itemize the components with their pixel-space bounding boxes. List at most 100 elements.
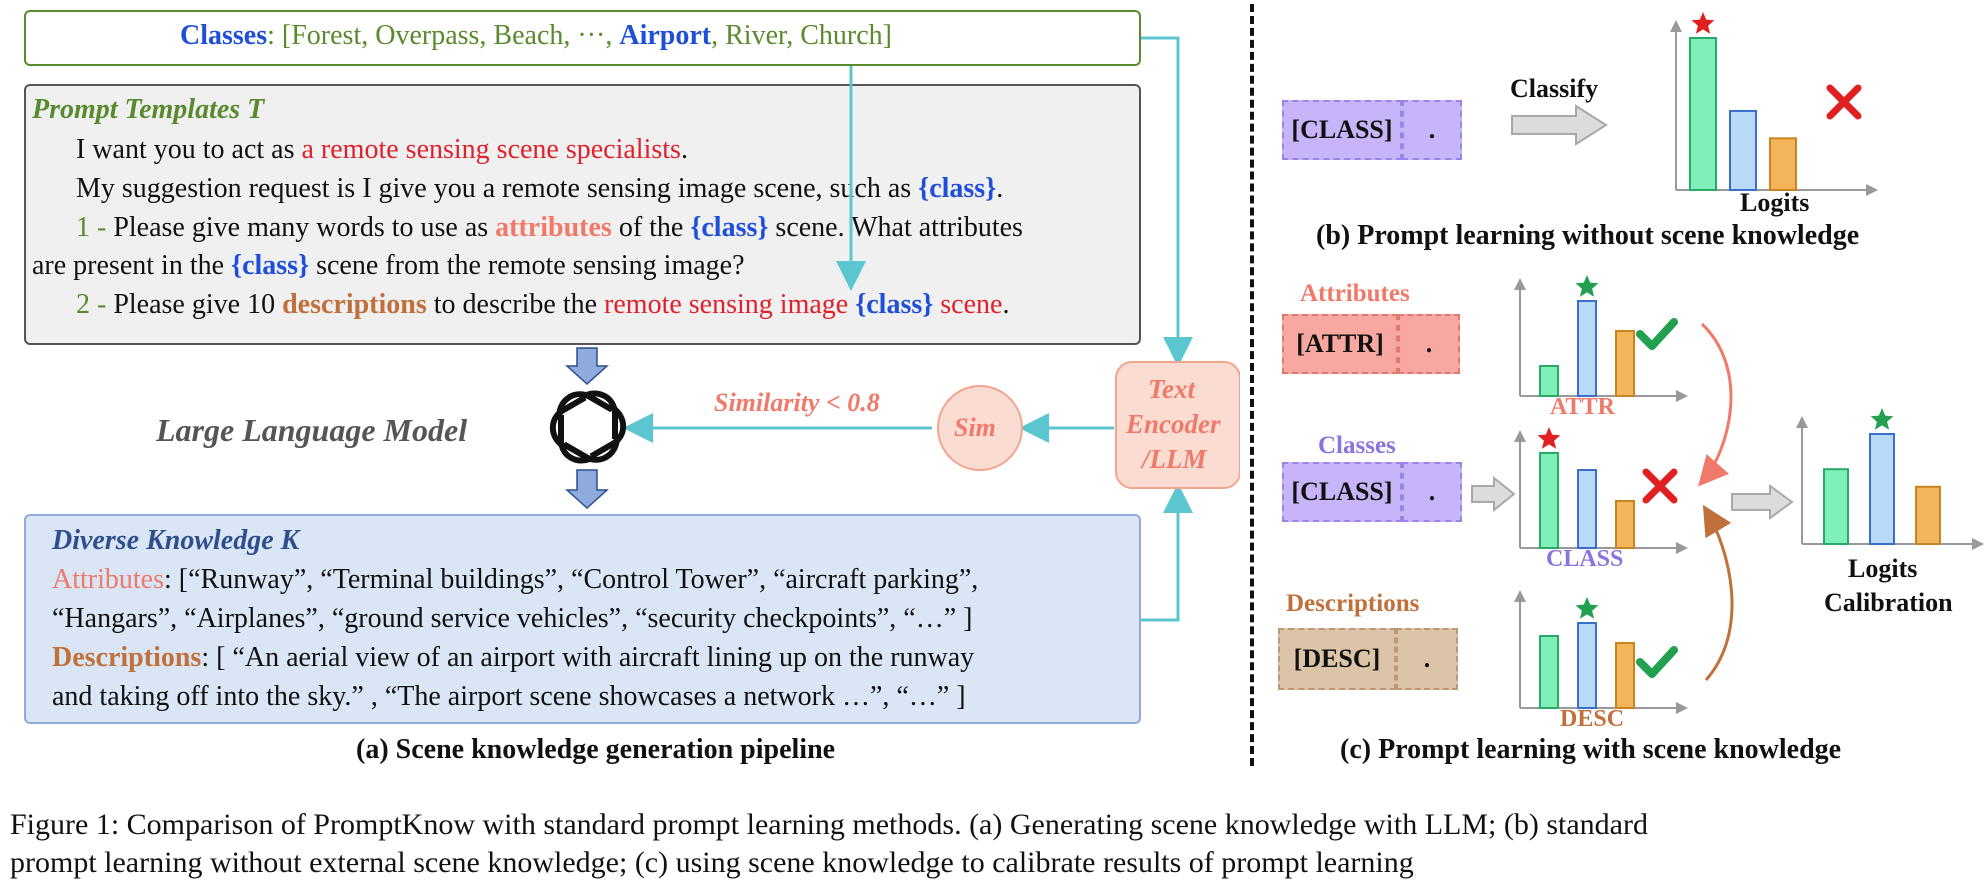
star-icon	[1870, 408, 1894, 430]
classify-label: Classify	[1510, 74, 1599, 103]
bar-green	[1539, 365, 1559, 397]
knowledge-line-3: Descriptions: [ “An aerial view of an ai…	[52, 642, 975, 673]
check-icon	[1636, 646, 1678, 678]
class-to-chart-arrow	[1471, 475, 1516, 513]
x-axis-arrowhead	[1676, 542, 1688, 554]
classes-list: : [Forest, Overpass, Beach, ···,	[267, 20, 620, 51]
desc-chart-label: DESC	[1560, 706, 1625, 732]
class-logits-chart	[1514, 427, 1688, 554]
bar-orange	[1915, 485, 1941, 546]
down-block-arrow-2	[565, 469, 609, 510]
y-axis-arrowhead	[1796, 416, 1808, 428]
bar-green	[1539, 635, 1559, 709]
template-line-2: My suggestion request is I give you a re…	[76, 173, 1004, 204]
bar-blue	[1577, 469, 1597, 549]
x-axis-arrowhead	[1866, 184, 1878, 196]
caption-b: (b) Prompt learning without scene knowle…	[1316, 220, 1860, 251]
bar-green	[1689, 37, 1717, 191]
classify-arrow	[1511, 104, 1608, 146]
x-axis-arrowhead	[1972, 538, 1984, 550]
desc-logits-chart	[1514, 590, 1688, 714]
calibrated-logits-chart	[1796, 408, 1984, 550]
text-encoder-label-1: Text	[1148, 374, 1195, 404]
bar-orange	[1615, 642, 1635, 709]
attr-calibration-curve	[1698, 322, 1733, 487]
logits-label-b: Logits	[1740, 188, 1810, 217]
similarity-label: Similarity < 0.8	[714, 388, 880, 417]
panel-a-connectors	[549, 36, 1240, 622]
classes-box	[24, 10, 1141, 66]
classes-airport: Airport	[619, 20, 712, 51]
attributes-label-c: Attributes	[1300, 280, 1410, 307]
attributes-key: Attributes	[52, 564, 164, 595]
template-line-1: I want you to act as a remote sensing sc…	[76, 134, 688, 165]
class-token-c: [CLASS]	[1282, 462, 1402, 522]
bar-green	[1823, 468, 1849, 545]
x-axis-arrowhead	[1676, 390, 1688, 402]
knowledge-line-1: Attributes: [“Runway”, “Terminal buildin…	[52, 564, 979, 595]
desc-dot-token: .	[1396, 628, 1458, 690]
class-token-b: [CLASS]	[1282, 100, 1402, 160]
cross-icon	[1642, 468, 1678, 504]
desc-calibration-curve	[1702, 504, 1734, 681]
sim-label: Sim	[954, 413, 996, 442]
knowledge-line-4: and taking off into the sky.” , “The air…	[52, 681, 966, 712]
star-icon	[1537, 427, 1561, 449]
desc-token: [DESC]	[1278, 628, 1396, 690]
bar-orange	[1615, 500, 1635, 549]
text-encoder-box	[1115, 361, 1240, 489]
sim-circle	[937, 385, 1023, 471]
template-line-3: 1 - Please give many words to use as att…	[76, 212, 1023, 243]
bar-orange	[1769, 137, 1797, 192]
prompt-templates-title: Prompt Templates T	[32, 94, 265, 125]
text-encoder-label-3: /LLM	[1142, 444, 1207, 474]
class-dot-token-c: .	[1402, 462, 1462, 522]
calibration-label-2: Calibration	[1824, 588, 1953, 617]
text-encoder-label-2: Encoder	[1126, 409, 1221, 439]
star-icon	[1575, 597, 1599, 619]
bar-blue	[1729, 109, 1757, 191]
dot-token-b: .	[1402, 100, 1462, 160]
attr-chart-label: ATTR	[1550, 394, 1615, 420]
check-icon	[1636, 318, 1678, 350]
classes-line: Classes: [Forest, Overpass, Beach, ···, …	[180, 20, 892, 52]
template-line-5: 2 - Please give 10 descriptions to descr…	[76, 289, 1010, 320]
bar-blue	[1869, 433, 1895, 545]
x-axis-arrowhead	[1676, 702, 1688, 714]
bar-blue	[1577, 300, 1597, 397]
classes-label: Classes	[180, 20, 268, 51]
chart-to-calibration-arrow	[1731, 484, 1794, 520]
panel-divider	[1250, 4, 1254, 766]
attr-dot-token: .	[1398, 314, 1460, 374]
figure-caption-line-1: Figure 1: Comparison of PromptKnow with …	[10, 808, 1648, 841]
logits-chart-b	[1670, 12, 1878, 196]
template-line-4: are present in the {class} scene from th…	[32, 250, 745, 281]
calibration-label-1: Logits	[1848, 554, 1918, 583]
down-block-arrow-1	[565, 347, 609, 386]
diverse-knowledge-title: Diverse Knowledge K	[52, 525, 300, 556]
cross-icon	[1826, 84, 1862, 120]
class-chart-label: CLASS	[1546, 546, 1624, 572]
diverse-knowledge-box	[24, 514, 1141, 724]
knowledge-line-2: “Hangars”, “Airplanes”, “ground service …	[52, 603, 973, 634]
star-icon	[1575, 275, 1599, 297]
descriptions-key: Descriptions	[52, 642, 202, 673]
caption-c: (c) Prompt learning with scene knowledge	[1340, 734, 1842, 765]
y-axis-arrowhead	[1514, 278, 1526, 290]
attr-logits-chart	[1514, 275, 1688, 402]
bar-blue	[1577, 622, 1597, 709]
y-axis-arrowhead	[1514, 430, 1526, 442]
star-icon	[1691, 12, 1715, 34]
bar-orange	[1615, 330, 1635, 397]
panel-c-arrows	[1471, 322, 1794, 681]
descriptions-label-c: Descriptions	[1286, 590, 1420, 617]
classes-rest: , River, Church]	[711, 20, 892, 51]
y-axis-arrowhead	[1670, 20, 1682, 32]
llm-openai-icon	[549, 390, 627, 464]
figure-caption-line-2: prompt learning without external scene k…	[10, 846, 1414, 879]
prompt-templates-box	[24, 84, 1141, 345]
bar-green	[1539, 452, 1559, 549]
caption-a: (a) Scene knowledge generation pipeline	[356, 734, 836, 765]
classes-label-c: Classes	[1318, 432, 1396, 459]
y-axis-arrowhead	[1514, 590, 1526, 602]
